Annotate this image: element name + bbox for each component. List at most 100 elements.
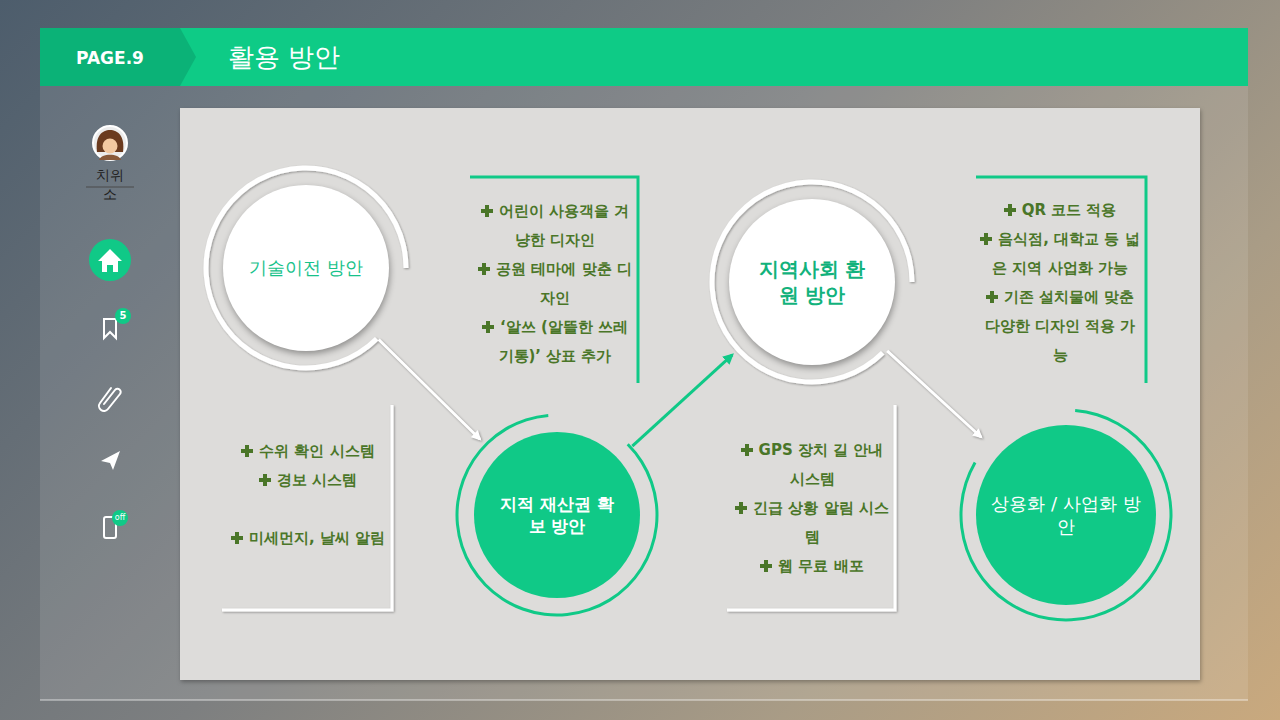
circle-label: 지역사회 환원 방안 — [756, 256, 868, 308]
plus-bar — [478, 267, 490, 271]
flow-arrow — [632, 355, 732, 446]
list-text: 경보 시스템 — [277, 471, 357, 489]
plus-bullet — [259, 474, 271, 486]
plus-bar — [1004, 208, 1016, 212]
list-text: 음식점, 대학교 등 넓은 지역 사업화 가능 — [992, 230, 1140, 277]
list-bracket — [222, 405, 392, 610]
slide-title: 활용 방안 — [228, 40, 340, 74]
avatar-icon-part — [93, 126, 127, 160]
circle-ring — [710, 179, 915, 384]
flow-arrow — [887, 351, 981, 437]
list-item: 공원 테마에 맞춘 디자인 — [476, 255, 634, 313]
plus-bullet — [231, 532, 243, 544]
plus-bullet — [1004, 204, 1016, 216]
plus-bullet — [741, 444, 753, 456]
circle-label-box: 지역사회 환원 방안 — [728, 198, 896, 366]
list-item: GPS 장치 길 안내 시스템 — [732, 436, 892, 494]
home-icon — [89, 239, 131, 281]
list-bracket — [727, 405, 895, 610]
step-circle: 상용화 / 사업화 방안 — [975, 424, 1157, 606]
list-item: 어린이 사용객을 겨냥한 디자인 — [476, 197, 634, 255]
list-text: 공원 테마에 맞춘 디자인 — [496, 260, 632, 307]
plus-bullet — [241, 445, 253, 457]
circle-ring — [959, 409, 1172, 622]
circle-shape — [728, 198, 896, 366]
page-tab — [40, 28, 196, 86]
send-icon — [101, 451, 120, 470]
list-bracket — [976, 177, 1146, 383]
avatar-icon-part — [103, 139, 118, 154]
circle-ring — [455, 414, 658, 617]
plus-bar — [980, 237, 992, 241]
list-text: 기존 설치물에 맞춘 다양한 디자인 적용 가능 — [985, 288, 1136, 364]
plus-bar — [760, 564, 772, 568]
list-bracket — [470, 177, 638, 383]
plus-bullet — [478, 263, 490, 275]
list-text: 미세먼지, 날씨 알림 — [249, 529, 385, 547]
list-item: 음식점, 대학교 등 넓은 지역 사업화 가능 — [980, 225, 1140, 283]
circle-label-box: 기술이전 방안 — [222, 184, 390, 352]
badge-count: 5 — [115, 309, 131, 323]
bookmark-icon-part — [104, 319, 116, 338]
plus-bullet — [735, 502, 747, 514]
list-text: QR 코드 적용 — [1022, 201, 1117, 219]
circle-label-box: 상용화 / 사업화 방안 — [975, 424, 1157, 606]
plus-bar — [986, 295, 998, 299]
circle-shape — [975, 424, 1157, 606]
feature-list: 수위 확인 시스템경보 시스템미세먼지, 날씨 알림 — [228, 437, 388, 553]
plus-bar — [241, 449, 253, 453]
plus-bullet — [482, 321, 494, 333]
list-item: 미세먼지, 날씨 알림 — [228, 524, 388, 553]
flow-arrow — [379, 340, 480, 440]
plus-bar — [735, 506, 747, 510]
list-text: 어린이 사용객을 겨냥한 디자인 — [499, 202, 629, 249]
step-circle: 지역사회 환원 방안 — [728, 198, 896, 366]
bottom-rule — [40, 700, 1248, 701]
circle-label: 지적 재산권 확보 방안 — [495, 493, 619, 537]
circle-label-box: 지적 재산권 확보 방안 — [473, 431, 641, 599]
circle-rings — [204, 165, 1173, 621]
list-item: 긴급 상황 알림 시스템 — [732, 494, 892, 552]
feature-list: GPS 장치 길 안내 시스템긴급 상황 알림 시스템웹 무료 배포 — [732, 436, 892, 581]
plus-bar — [259, 478, 271, 482]
list-item: 기존 설치물에 맞춘 다양한 디자인 적용 가능 — [980, 283, 1140, 370]
list-item: 경보 시스템 — [228, 466, 388, 495]
list-text: 웹 무료 배포 — [778, 557, 863, 575]
bookmark-icon-part — [115, 308, 131, 324]
avatar-icon — [93, 126, 127, 160]
avatar-icon-part — [99, 155, 121, 160]
circle-label: 상용화 / 사업화 방안 — [991, 492, 1141, 539]
circle-ring — [204, 165, 409, 370]
plus-bullet — [760, 560, 772, 572]
list-text: 수위 확인 시스템 — [259, 442, 374, 460]
plus-bullet — [986, 291, 998, 303]
paperclip-icon — [99, 388, 121, 411]
list-item: ‘알쓰 (알뜰한 쓰레기통)’ 상표 추가 — [476, 313, 634, 371]
feature-list: QR 코드 적용음식점, 대학교 등 넓은 지역 사업화 가능기존 설치물에 맞… — [980, 196, 1140, 370]
content-band — [40, 86, 1248, 700]
list-item: 웹 무료 배포 — [732, 552, 892, 581]
badge-status: off — [110, 512, 130, 524]
plus-bar — [741, 448, 753, 452]
home-icon-part — [89, 239, 131, 281]
page-number: PAGE.9 — [46, 47, 174, 69]
home-icon-part — [98, 249, 122, 272]
user-name: 치위소 — [95, 166, 125, 204]
list-item: QR 코드 적용 — [980, 196, 1140, 225]
circle-shape — [473, 431, 641, 599]
list-text: ‘알쓰 (알뜰한 쓰레기통)’ 상표 추가 — [499, 318, 629, 365]
main-panel — [180, 108, 1200, 680]
header-bar — [40, 28, 1248, 86]
list-text: GPS 장치 길 안내 시스템 — [759, 441, 884, 488]
step-circle: 지적 재산권 확보 방안 — [473, 431, 641, 599]
bookmark-icon — [104, 308, 131, 338]
circle-fill — [474, 432, 640, 598]
circle-fill — [729, 199, 895, 365]
circle-fill — [223, 185, 389, 351]
list-item: 수위 확인 시스템 — [228, 437, 388, 466]
feature-list: 어린이 사용객을 겨냥한 디자인공원 테마에 맞춘 디자인 ‘알쓰 (알뜰한 쓰레… — [476, 197, 634, 371]
list-text: 긴급 상황 알림 시스템 — [753, 499, 889, 546]
